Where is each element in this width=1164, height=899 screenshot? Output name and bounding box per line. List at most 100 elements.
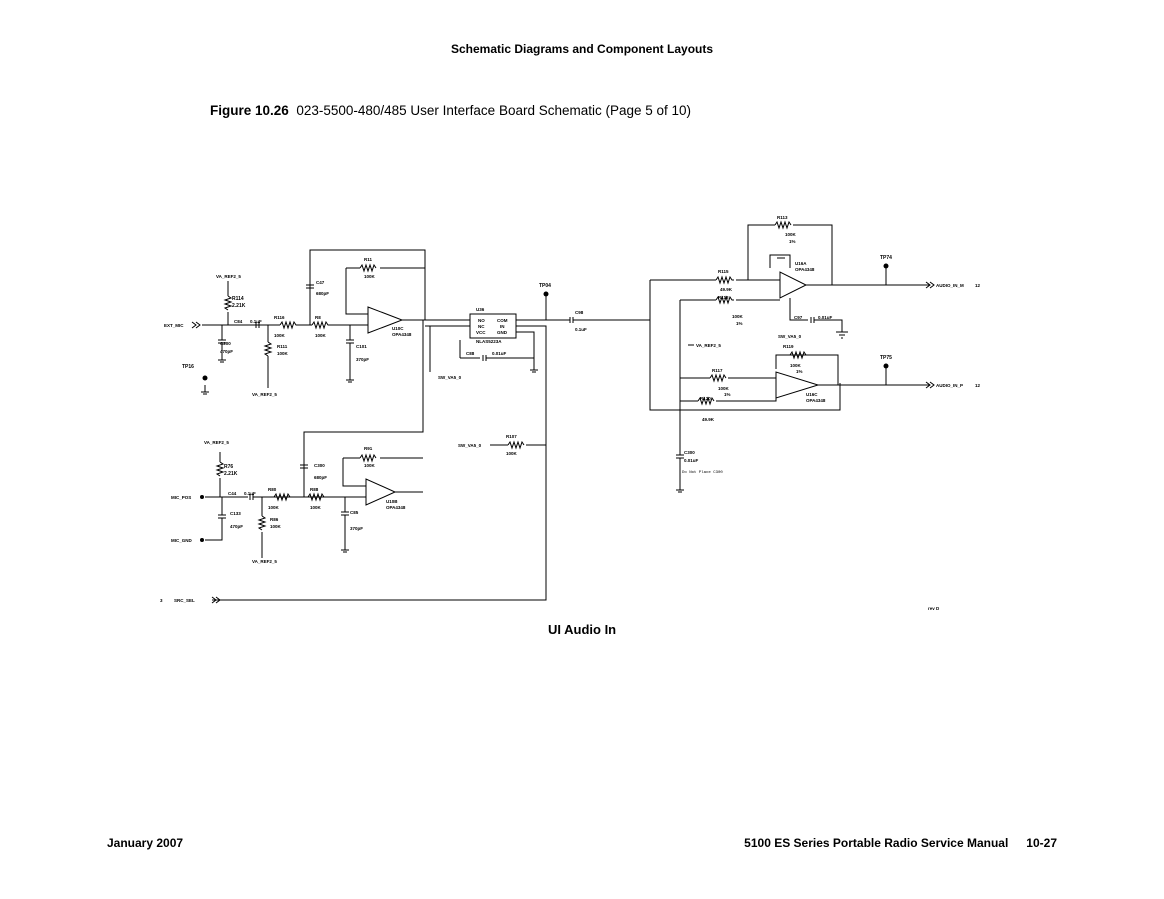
- revision-label: rev D: [928, 606, 940, 611]
- resistor-r115: [715, 275, 734, 285]
- connector-mic-gnd: [200, 538, 204, 542]
- opamp-u10b: [365, 478, 397, 506]
- tol-r118: 1%: [736, 321, 743, 326]
- net-src-sel: SRC_SEL: [174, 598, 195, 603]
- ic-labels: U10C OPA4348 U10B OPA4348 U16A OPA4348 U…: [386, 261, 826, 510]
- net-va-ref-3: VA_REF2_5: [204, 440, 229, 445]
- resistor-r88: [307, 492, 325, 502]
- val-c98: 0.1uF: [575, 327, 587, 332]
- ref-r117: R117: [712, 368, 723, 373]
- val-r117: 100K: [718, 386, 730, 391]
- val-r120: 49.9K: [702, 417, 715, 422]
- ref-r107: R107: [506, 434, 517, 439]
- val-r91: 100K: [364, 463, 376, 468]
- ref-c101: C101: [356, 344, 367, 349]
- ref-c84: C84: [234, 319, 243, 324]
- ref-r86: R86: [270, 517, 279, 522]
- net-va-ref-1: VA_REF2_5: [216, 274, 241, 279]
- part-u16a: OPA4348: [795, 267, 815, 272]
- resistor-r11: [359, 263, 377, 273]
- resistors: [215, 220, 807, 531]
- resistor-r113: [774, 220, 792, 230]
- net-out-num-2: 12: [975, 383, 981, 388]
- val-r80: 100K: [268, 505, 280, 510]
- tol-r113: 1%: [789, 239, 796, 244]
- val-r111: 100K: [277, 351, 289, 356]
- footer-manual: 5100 ES Series Portable Radio Service Ma…: [744, 836, 1057, 850]
- val-c101: 370pF: [356, 357, 369, 362]
- pin-nc: NC: [478, 324, 485, 329]
- val-r114: 2.21K: [232, 303, 246, 309]
- ref-c85: C85: [350, 510, 359, 515]
- page-number: 10-27: [1026, 836, 1057, 850]
- val-c44: 0.1uF: [244, 491, 256, 496]
- resistor-r118: [715, 295, 734, 305]
- ref-r8: R8: [315, 315, 321, 320]
- net-mic-gnd: MIC_GND: [171, 538, 193, 543]
- resistor-r114: [223, 295, 233, 311]
- val-r88: 100K: [310, 505, 322, 510]
- val-c300: 680pF: [314, 475, 327, 480]
- net-audio-in-p: AUDIO_IN_P: [936, 383, 963, 388]
- val-c133: 470pF: [230, 524, 243, 529]
- val-r113: 100K: [785, 232, 797, 237]
- connector-audio-in-m: [925, 281, 935, 289]
- opamp-u16a: [779, 271, 808, 299]
- testpoint-tp75: [883, 363, 889, 369]
- figure-caption: 023-5500-480/485 User Interface Board Sc…: [296, 103, 692, 118]
- resistor-r107: [507, 440, 525, 450]
- switch-u36: [469, 313, 517, 339]
- net-va-ref-5: VA_REF2_5: [696, 343, 721, 348]
- pin-com: COM: [497, 318, 508, 323]
- tp-label: TP75: [880, 355, 892, 361]
- opamp-u16c: [775, 371, 820, 399]
- val-r86: 100K: [270, 524, 282, 529]
- ref-c47: C47: [316, 280, 325, 285]
- ref-c88: C88: [466, 351, 475, 356]
- pin-gnd: GND: [497, 330, 508, 335]
- ref-r116: R116: [274, 315, 285, 320]
- tp-label: TP74: [880, 255, 892, 261]
- part-u16c: OPA4348: [806, 398, 826, 403]
- resistor-r120: [697, 396, 715, 406]
- tp-label: TP04: [539, 283, 551, 289]
- val-c88: 0.01uF: [492, 351, 507, 356]
- val-c47: 680pF: [316, 291, 329, 296]
- figure-number: Figure 10.26: [210, 103, 289, 118]
- ref-u10c: U10C: [392, 326, 404, 331]
- figure-title: Figure 10.26 023-5500-480/485 User Inter…: [210, 103, 691, 118]
- tp-label: TP16: [182, 364, 194, 370]
- ref-r120: R120: [700, 396, 711, 401]
- ref-r91: R91: [364, 446, 373, 451]
- connector-src-sel: [211, 596, 221, 604]
- component-labels: R114 2.21K R76 2.21K R116 100K R111 100K…: [220, 215, 833, 531]
- testpoint-tp16: [202, 375, 208, 381]
- resistor-r8: [311, 320, 330, 330]
- placement-note: Do Not Place C300: [682, 470, 723, 475]
- part-u10b: OPA4348: [386, 505, 406, 510]
- resistor-r86: [257, 515, 267, 531]
- ref-r111: R111: [277, 344, 288, 349]
- val-r11: 100K: [364, 274, 376, 279]
- part-u10c: OPA4348: [392, 332, 412, 337]
- ref-c97: C97: [794, 315, 803, 320]
- val-r107: 100K: [506, 451, 518, 456]
- tol-r117: 1%: [724, 392, 731, 397]
- net-sw-va5-3: SW_VA5_0: [778, 334, 802, 339]
- footer-date: January 2007: [107, 836, 184, 850]
- val-c200: 470pF: [220, 349, 233, 354]
- val-r8: 100K: [315, 333, 327, 338]
- resistor-r80: [273, 492, 291, 502]
- net-src-num: 3: [160, 598, 163, 603]
- footer-manual-title: 5100 ES Series Portable Radio Service Ma…: [744, 836, 1009, 850]
- ref-c133: C133: [230, 511, 241, 516]
- terminals: [191, 263, 935, 604]
- ref-r113: R113: [777, 215, 788, 220]
- ref-u16c: U16C: [806, 392, 818, 397]
- op-amps: [365, 271, 820, 506]
- tol-r119: 1%: [796, 369, 803, 374]
- ref-u10b: U10B: [386, 499, 398, 504]
- ref-c200: C200: [220, 341, 231, 346]
- resistor-r111: [263, 341, 273, 357]
